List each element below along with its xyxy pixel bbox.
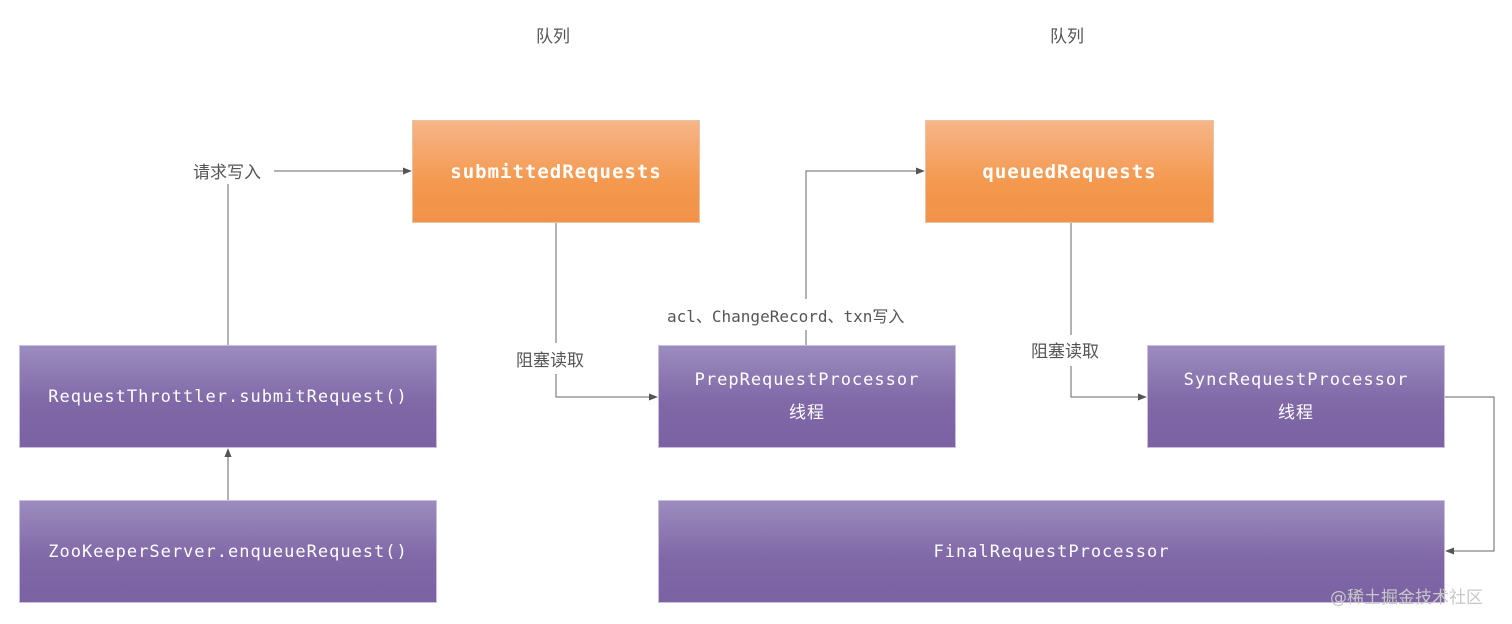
prep-thread-label: 线程 [789, 403, 825, 423]
queued-requests-queue: queuedRequests [925, 120, 1214, 223]
edge-label-acl-write: acl、ChangeRecord、txn写入 [667, 307, 905, 326]
submitted-requests-label: submittedRequests [450, 160, 662, 183]
arrow-sync-to-final [1445, 396, 1495, 555]
arrow-to-queued-requests [805, 167, 925, 299]
queue-heading-left: 队列 [536, 27, 570, 47]
sync-request-processor-box: SyncRequestProcessor 线程 [1147, 345, 1445, 448]
queued-requests-label: queuedRequests [982, 160, 1157, 183]
edge-label-blocking-read-left: 阻塞读取 [516, 351, 584, 371]
arrow-to-sync-processor [1070, 366, 1147, 401]
final-request-processor-label: FinalRequestProcessor [933, 541, 1170, 562]
watermark: @稀土掘金技术社区 [1330, 588, 1483, 608]
edge-label-request-write: 请求写入 [193, 163, 261, 183]
queue-heading-right: 队列 [1050, 27, 1084, 47]
sync-request-processor-label: SyncRequestProcessor [1183, 370, 1409, 390]
sync-thread-label: 线程 [1278, 403, 1314, 423]
final-request-processor-box: FinalRequestProcessor [658, 500, 1445, 603]
prep-request-processor-label: PrepRequestProcessor [694, 370, 920, 390]
submitted-requests-queue: submittedRequests [412, 120, 700, 223]
prep-request-processor-box: PrepRequestProcessor 线程 [658, 345, 956, 448]
zookeeper-server-box: ZooKeeperServer.enqueueRequest() [19, 500, 437, 603]
zookeeper-server-label: ZooKeeperServer.enqueueRequest() [48, 541, 408, 562]
arrow-to-prep-processor [555, 374, 658, 401]
request-throttler-box: RequestThrottler.submitRequest() [19, 345, 437, 448]
edge-label-blocking-read-right: 阻塞读取 [1031, 342, 1099, 362]
request-throttler-label: RequestThrottler.submitRequest() [48, 386, 408, 407]
